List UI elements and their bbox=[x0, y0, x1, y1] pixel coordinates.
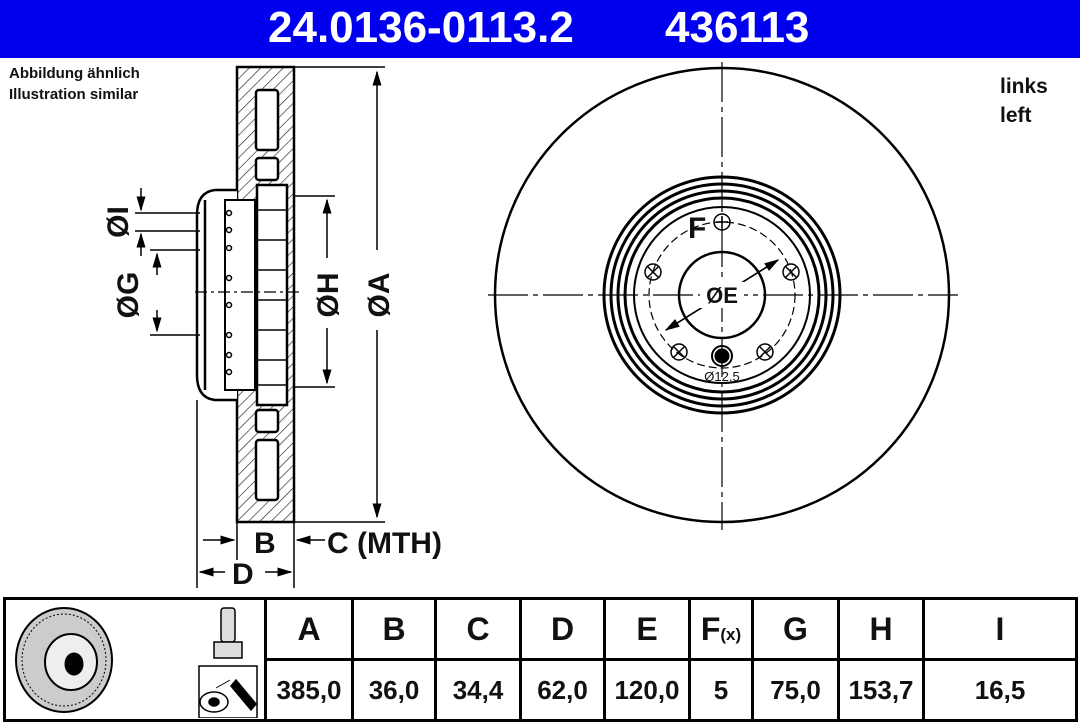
label-c-mth: C (MTH) bbox=[327, 527, 442, 560]
value-c: 34,4 bbox=[434, 658, 522, 722]
label-dia-e: ØE bbox=[706, 283, 738, 308]
header-a: A bbox=[264, 597, 354, 661]
value-i: 16,5 bbox=[922, 658, 1078, 722]
header-i: I bbox=[922, 597, 1078, 661]
value-a: 385,0 bbox=[264, 658, 354, 722]
label-dia-g: ØG bbox=[112, 272, 145, 319]
header-f-letter: F bbox=[700, 610, 721, 647]
title-banner: 24.0136-0113.2 436113 bbox=[0, 0, 1080, 58]
label-f: F bbox=[688, 212, 706, 245]
header-g: G bbox=[751, 597, 840, 661]
dimension-lines bbox=[135, 66, 385, 588]
value-f: 5 bbox=[688, 658, 754, 722]
spec-table: A B C D E F(x) G H I 385,0 36,0 34,4 62,… bbox=[3, 597, 1078, 722]
label-b: B bbox=[254, 527, 276, 560]
bolt-icon bbox=[213, 607, 243, 659]
bolt-hole bbox=[756, 343, 774, 361]
note-english: Illustration similar bbox=[9, 86, 139, 103]
label-dia-h: ØH bbox=[312, 273, 345, 318]
icon-cell bbox=[3, 597, 267, 722]
value-d: 62,0 bbox=[519, 658, 606, 722]
note-german: Abbildung ähnlich bbox=[9, 65, 140, 82]
technical-drawing: ØI ØG ØH ØA B C (MTH) D ØE F Ø12,5 bbox=[102, 62, 958, 591]
dimension-labels: ØI ØG ØH ØA B C (MTH) D bbox=[102, 206, 442, 591]
value-h: 153,7 bbox=[837, 658, 925, 722]
brake-disc-icon bbox=[15, 607, 113, 713]
side-german: links bbox=[1000, 75, 1048, 98]
value-e: 120,0 bbox=[603, 658, 691, 722]
value-g: 75,0 bbox=[751, 658, 840, 722]
bolt-hole bbox=[670, 343, 688, 361]
header-e: E bbox=[603, 597, 691, 661]
bolt-hole bbox=[644, 263, 662, 281]
part-number: 24.0136-0113.2 bbox=[268, 3, 574, 52]
label-hole-diameter: Ø12,5 bbox=[704, 369, 739, 384]
header-h: H bbox=[837, 597, 925, 661]
bolt-hole bbox=[713, 213, 731, 231]
side-english: left bbox=[1000, 104, 1032, 127]
label-d: D bbox=[232, 558, 254, 591]
header-b: B bbox=[351, 597, 437, 661]
side-label: links left bbox=[1000, 72, 1048, 130]
cross-section-view bbox=[195, 65, 300, 524]
header-f-suffix: (x) bbox=[720, 624, 742, 644]
header-c: C bbox=[434, 597, 522, 661]
bolt-hole bbox=[782, 263, 800, 281]
spray-icon bbox=[198, 665, 258, 718]
reference-number: 436113 bbox=[665, 3, 810, 52]
label-dia-i: ØI bbox=[102, 206, 135, 238]
front-view bbox=[488, 62, 958, 530]
value-b: 36,0 bbox=[351, 658, 437, 722]
label-dia-a: ØA bbox=[363, 273, 396, 318]
header-d: D bbox=[519, 597, 606, 661]
header-f: F(x) bbox=[688, 597, 754, 661]
illustration-note: Abbildung ähnlich Illustration similar bbox=[9, 63, 140, 105]
